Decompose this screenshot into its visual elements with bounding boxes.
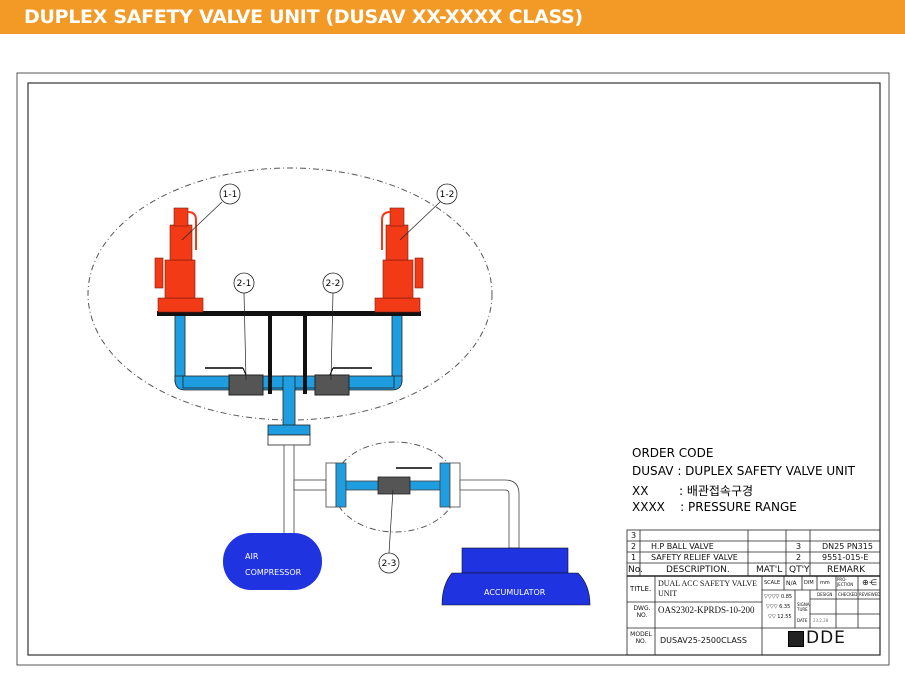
support-frame [157,311,421,394]
bom-remark: 9551-015-E [822,553,869,562]
bom-header-remark: REMARK [827,565,866,575]
bom-qty: 2 [796,553,802,562]
callout-2-1 [233,272,255,294]
air-compressor [223,533,322,590]
callout-label: 2-3 [382,559,397,569]
title-block-grid [626,529,881,656]
checked-label: CHECKED [838,592,858,597]
order-code-line: XXXX : PRESSURE RANGE [632,500,797,514]
bom-desc: SAFETY RELIEF VALVE [651,553,738,562]
callout-label: 2-2 [326,279,341,289]
air-compressor-label: AIR [245,552,259,561]
date-value: 23.2.28 [813,618,829,623]
date-label: DATE [797,618,808,623]
model-value: DUSAV25-2500CLASS [660,636,747,645]
bom-qty: 3 [796,542,802,551]
dde-logo-mark [788,631,804,647]
order-code-line: XX : 배관접속구경 [632,484,754,498]
callout-1-2 [436,183,458,205]
company-logo: DDE [806,628,846,648]
callout-2-2 [322,272,344,294]
page-header: DUPLEX SAFETY VALVE UNIT (DUSAV XX-XXXX … [0,0,905,34]
bom-no: 3 [631,531,637,540]
projection-icon: ⊕⋲ [862,578,877,587]
model-label: MODEL NO. [630,631,652,645]
callout-1-1 [219,183,241,205]
order-code-line: DUSAV : DUPLEX SAFETY VALVE UNIT [632,464,856,478]
dim-label: DIM [804,580,814,586]
title-value: DUAL ACC SAFETY VALVE UNIT [658,579,758,598]
reviewed-label: REVIEWED [859,592,881,597]
ball-valve-2-2 [314,367,372,396]
bom-no: 1 [631,553,637,562]
page-title: DUPLEX SAFETY VALVE UNIT (DUSAV XX-XXXX … [24,6,583,28]
finish-3: ▽▽ 12.55 [768,614,792,620]
bom-header-matl: MAT'L [756,565,783,575]
callout-2-3 [378,552,400,574]
scale-value: N/A [786,580,797,587]
air-compressor-label: COMPRESSOR [245,568,302,577]
safety-valve-1-2 [374,207,424,313]
finish-1: ▽▽▽▽ 0.85 [764,594,793,600]
lower-piping [283,444,520,549]
design-label: DESIGN [817,592,833,597]
order-code-title: ORDER CODE [632,446,714,460]
scale-label: SCALE [764,580,781,586]
title-label: TITLE. [630,585,652,593]
outer-frame [16,72,890,666]
safety-valve-1-1 [154,207,204,313]
inner-frame [27,82,881,656]
finish-2: ▽▽▽ 6.35 [766,604,791,610]
dwg-value: OAS2302-KPRDS-10-200 [658,605,755,615]
dim-value: mm [820,580,830,586]
upper-piping [174,313,403,446]
bom-header-no: No. [628,565,643,575]
bom-desc: H.P BALL VALVE [651,542,714,551]
callout-label: 1-1 [223,190,238,200]
leader-lines [181,201,441,554]
signature-label: SIGNA TURE [797,602,810,612]
bom-header-qty: QT'Y [789,565,810,575]
bom-remark: DN25 PN315 [822,542,873,551]
projection-label: PRO-JECTION [837,577,854,587]
callout-label: 2-1 [237,279,252,289]
accumulator-label: ACCUMULATOR [484,588,546,597]
callout-label: 1-2 [440,190,455,200]
accumulator [441,547,591,606]
bom-no: 2 [631,542,637,551]
bom-header-desc: DESCRIPTION. [666,565,730,575]
dwg-label: DWG. NO. [633,605,651,619]
